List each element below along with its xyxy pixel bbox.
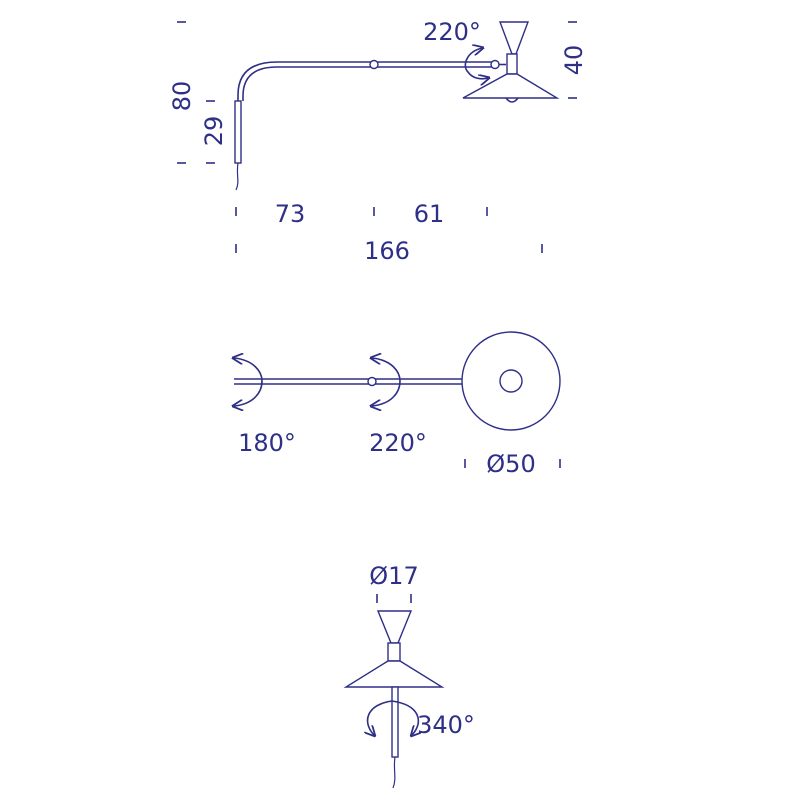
front-rotation-label: 340°	[417, 711, 475, 739]
top-joint	[367, 376, 377, 387]
front-neck	[387, 642, 401, 662]
head-neck	[506, 53, 518, 75]
side-view: 220° 80 29 40 73 61 166	[168, 18, 588, 265]
wall-base-plate	[234, 100, 242, 164]
arm-joint	[369, 59, 379, 70]
upper-cone	[498, 21, 530, 55]
top-shade-diameter-label: Ø50	[486, 450, 535, 478]
front-cable	[392, 756, 396, 789]
side-rotation-label: 220°	[423, 18, 481, 46]
top-rotation-joint-label: 220°	[369, 429, 427, 457]
front-stem	[391, 686, 399, 758]
length-seg2-label: 61	[414, 200, 445, 228]
top-rotation-wall-label: 180°	[238, 429, 296, 457]
lower-shade	[462, 73, 560, 99]
top-rotation-arrow-wall	[234, 358, 263, 406]
length-total-label: 166	[364, 237, 410, 265]
shade-bulb	[505, 97, 519, 103]
top-view: 180° 220° Ø50	[234, 331, 561, 478]
side-rotation-arrow	[464, 48, 488, 79]
head-pivot	[490, 59, 500, 70]
height-shade-label: 40	[560, 45, 588, 76]
side-cable	[235, 162, 239, 191]
top-rotation-arrow-joint	[372, 358, 401, 406]
arm-curve	[237, 61, 278, 101]
height-base-label: 29	[200, 116, 228, 147]
length-seg1-label: 73	[275, 200, 306, 228]
arm-curve-inner	[242, 66, 278, 101]
front-shade	[343, 660, 445, 688]
front-cup-diameter-label: Ø17	[369, 562, 418, 590]
height-total-label: 80	[168, 81, 196, 112]
front-upper-cone	[376, 610, 413, 644]
front-rotation-arrow	[368, 700, 419, 735]
front-view: Ø17 340°	[343, 562, 475, 789]
top-shade-hole	[499, 369, 523, 393]
